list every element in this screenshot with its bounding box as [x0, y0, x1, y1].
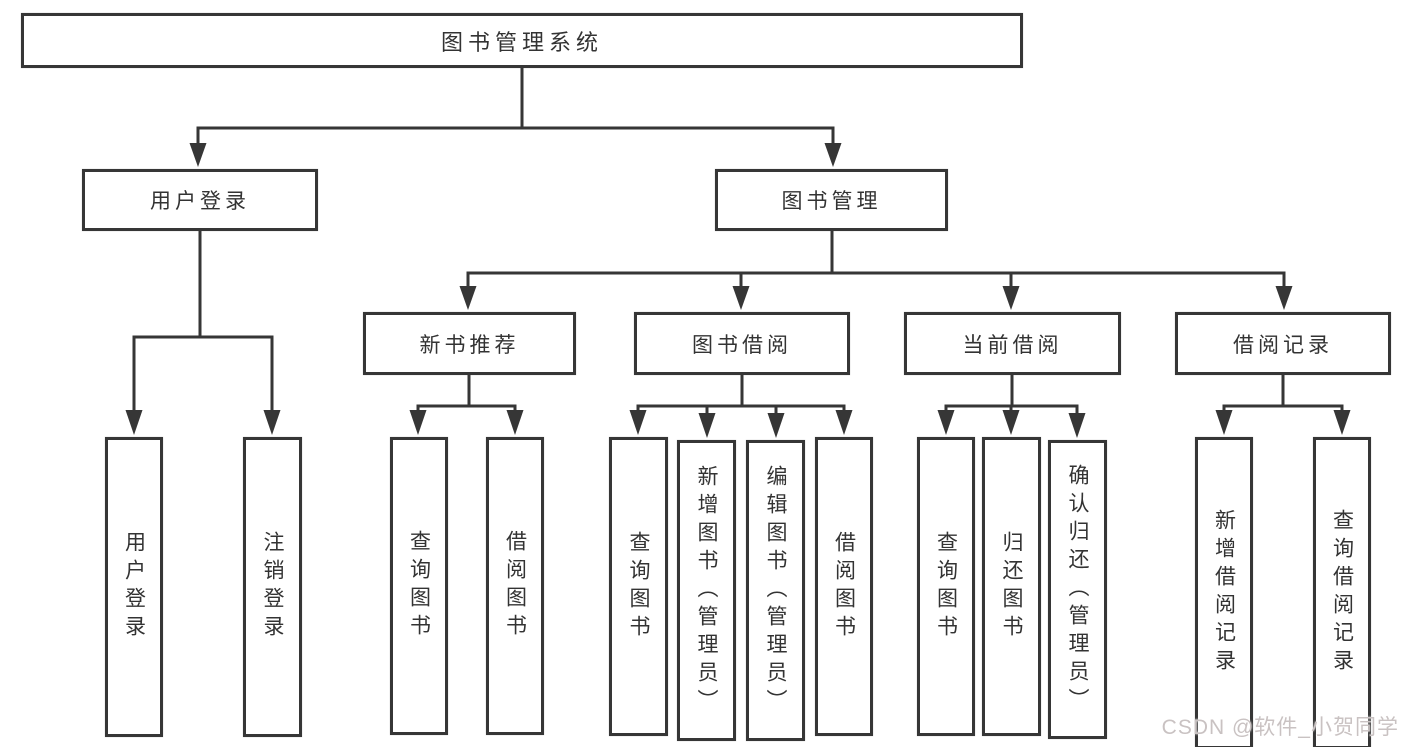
node-label: 借阅图书 [503, 530, 527, 642]
node-label: 借阅记录 [1233, 333, 1333, 357]
node-book-management-branch: 图书管理 [715, 169, 948, 231]
leaf-add-books-admin: 新增图书（管理员） [677, 440, 736, 741]
node-label: 图书管理系统 [440, 29, 603, 55]
leaf-edit-books-admin: 编辑图书（管理员） [746, 440, 805, 741]
node-label: 查询图书 [627, 530, 650, 643]
node-label: 归还图书 [1000, 530, 1023, 643]
node-user-login-branch: 用户登录 [82, 169, 318, 231]
node-label: 用户登录 [150, 190, 250, 213]
node-library-management-system: 图书管理系统 [21, 13, 1023, 68]
node-label: 注销登录 [261, 531, 284, 643]
node-label: 编辑图书（管理员） [764, 464, 787, 717]
node-label: 查询图书 [407, 530, 431, 642]
leaf-confirm-return-admin: 确认归还（管理员） [1048, 440, 1107, 739]
leaf-logout: 注销登录 [243, 437, 302, 737]
node-new-book-recommend: 新书推荐 [363, 312, 576, 375]
node-label: 当前借阅 [962, 333, 1063, 357]
arrowheads [125, 143, 1351, 438]
leaf-borrow-query-books: 查询图书 [609, 437, 668, 736]
node-current-borrowing: 当前借阅 [904, 312, 1121, 375]
leaf-borrow-books: 借阅图书 [815, 437, 873, 736]
leaf-current-query-books: 查询图书 [917, 437, 975, 736]
node-label: 借阅图书 [832, 530, 856, 643]
node-label: 新书推荐 [419, 333, 520, 357]
node-label: 图书管理 [781, 190, 882, 213]
node-label: 查询借阅记录 [1330, 509, 1354, 677]
leaf-add-borrow-record: 新增借阅记录 [1195, 437, 1253, 747]
node-label: 图书借阅 [692, 333, 792, 357]
leaf-return-books: 归还图书 [982, 437, 1041, 736]
csdn-watermark: CSDN @软件_小贺同学 [1161, 716, 1399, 739]
leaf-newbook-borrow-books: 借阅图书 [486, 437, 544, 735]
node-book-borrowing: 图书借阅 [634, 312, 850, 375]
tree-edges [132, 68, 1344, 415]
leaf-query-borrow-record: 查询借阅记录 [1313, 437, 1371, 747]
node-label: 新增借阅记录 [1212, 509, 1236, 677]
node-label: 新增图书（管理员） [695, 464, 718, 717]
node-label: 用户登录 [122, 531, 146, 643]
node-label: 查询图书 [934, 530, 958, 643]
leaf-newbook-query-books: 查询图书 [390, 437, 448, 735]
node-borrowing-records: 借阅记录 [1175, 312, 1391, 375]
node-label: 确认归还（管理员） [1066, 463, 1089, 716]
leaf-user-login: 用户登录 [105, 437, 163, 737]
